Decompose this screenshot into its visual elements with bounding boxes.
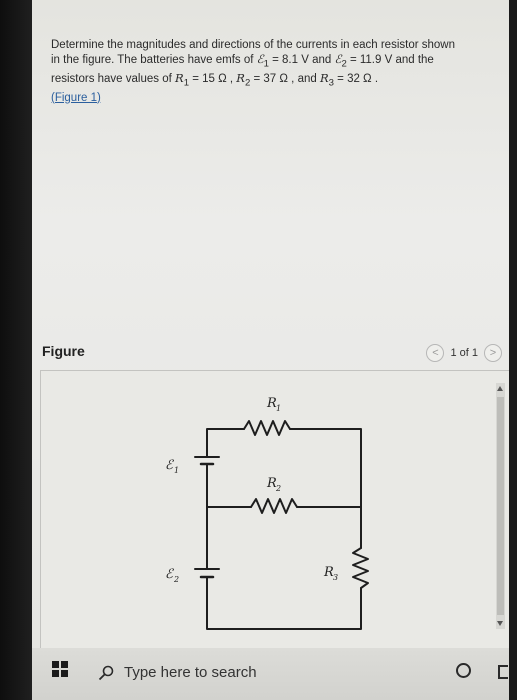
label-e1: ℰ (165, 458, 174, 473)
r2-subscript: 2 (244, 77, 251, 89)
question-text: resistors have values of (51, 73, 176, 86)
r2-value: = 37 Ω , and (250, 73, 320, 86)
emf1-value: = 8.1 V and (268, 54, 335, 66)
figure-pager: < 1 of 1 > (426, 343, 502, 363)
r1-symbol: R (175, 71, 184, 86)
task-view-icon[interactable] (498, 665, 508, 679)
windows-taskbar: Type here to search (32, 648, 509, 700)
problem-statement: Determine the magnitudes and directions … (51, 38, 496, 105)
scroll-down-arrow-icon[interactable] (497, 621, 503, 626)
question-line-1: Determine the magnitudes and directions … (51, 39, 455, 51)
label-r3: R (323, 565, 334, 580)
figure-scrollbar[interactable] (496, 383, 505, 629)
next-figure-button[interactable]: > (484, 344, 502, 362)
monitor-bezel-right (509, 0, 517, 700)
emf1-subscript: 1 (263, 58, 269, 70)
question-text: in the figure. The batteries have emfs o… (51, 54, 257, 66)
emf2-subscript: 2 (341, 58, 347, 70)
wire-top-right (289, 428, 362, 508)
scrollbar-thumb[interactable] (497, 397, 504, 615)
prev-figure-button[interactable]: < (426, 344, 445, 362)
r2-symbol: R (236, 71, 245, 86)
label-r3-sub: 3 (333, 573, 338, 582)
wire-right-lower (206, 576, 362, 630)
label-e2: ℰ (165, 567, 174, 582)
resistor-r2-zigzag (250, 498, 298, 514)
figure-page-indicator: 1 of 1 (450, 347, 478, 359)
label-r2: R (266, 476, 277, 491)
taskbar-search-input[interactable]: Type here to search (124, 664, 257, 681)
cortana-icon[interactable] (456, 663, 471, 678)
r3-symbol: R (319, 71, 329, 86)
label-r2-sub: 2 (275, 484, 281, 493)
label-e1-sub: 1 (174, 466, 179, 475)
resistor-r1-zigzag (243, 420, 291, 436)
monitor-bezel-left (0, 0, 32, 700)
browser-content: Determine the magnitudes and directions … (32, 0, 509, 649)
r3-subscript: 3 (328, 77, 334, 89)
windows-start-icon[interactable] (52, 661, 68, 677)
question-line-2: in the figure. The batteries have emfs o… (51, 52, 496, 71)
label-r1-sub: 1 (276, 404, 281, 413)
label-e2-sub: 2 (173, 575, 179, 584)
resistor-r3-zigzag (352, 547, 369, 589)
r1-subscript: 1 (183, 77, 190, 89)
scroll-up-arrow-icon[interactable] (497, 386, 503, 391)
emf2-symbol: ℰ (334, 52, 342, 66)
figure-header: Figure < 1 of 1 > (42, 343, 502, 365)
wire-top-left (206, 428, 245, 458)
circuit-diagram: R 1 R 2 R 3 ℰ 1 ℰ 2 (165, 396, 369, 630)
question-line-3: resistors have values of R1 = 15 Ω , R2 … (51, 71, 496, 90)
r3-value: = 32 Ω . (333, 73, 379, 86)
emf2-value: = 11.9 V and the (346, 54, 434, 66)
label-r1: R (266, 396, 277, 411)
search-icon[interactable] (98, 665, 114, 681)
figure-panel: R 1 R 2 R 3 ℰ 1 ℰ 2 (40, 370, 509, 649)
emf1-symbol: ℰ (256, 52, 264, 66)
figure-title: Figure (42, 343, 85, 359)
figure-link[interactable]: (Figure 1) (51, 91, 101, 104)
r1-value: = 15 Ω , (189, 73, 237, 86)
question-line-4: (Figure 1) (51, 91, 496, 105)
